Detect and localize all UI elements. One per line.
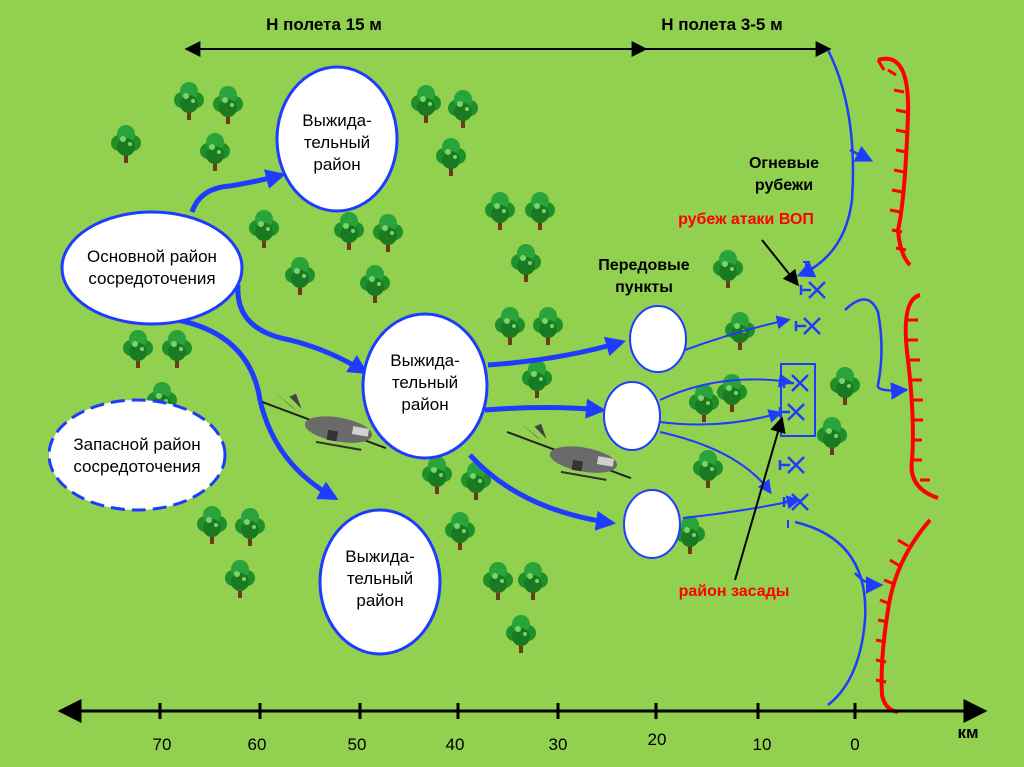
wait-top-label-2: тельный: [304, 133, 370, 152]
waiting-area-top: [275, 65, 399, 213]
enemy-lines: [875, 56, 939, 714]
text-layer: Н полета 15 м Н полета 3-5 м Основной ра…: [73, 15, 819, 610]
tick-10: 10: [753, 735, 772, 754]
reserve-area-label-2: сосредоточения: [73, 457, 200, 476]
fire-label-2: рубежи: [755, 177, 813, 194]
wait-mid-label-1: Выжида-: [390, 351, 459, 370]
forward-post-3: [623, 489, 681, 559]
wait-mid-label-3: район: [401, 395, 448, 414]
waiting-area-bottom: [318, 508, 442, 656]
ambush-area: [778, 261, 827, 528]
reserve-area: [47, 398, 227, 512]
main-area-label-1: Основной район: [87, 247, 217, 266]
tick-60: 60: [248, 735, 267, 754]
tick-40: 40: [446, 735, 465, 754]
forward-post-2: [603, 381, 661, 451]
wait-bottom-label-2: тельный: [347, 569, 413, 588]
wait-bottom-label-1: Выжида-: [345, 547, 414, 566]
movement-arrows: [177, 169, 626, 531]
reserve-area-label-1: Запасной район: [73, 435, 200, 454]
main-area: [60, 210, 244, 326]
wait-bottom-label-3: район: [356, 591, 403, 610]
axis-unit: км: [957, 723, 978, 742]
tick-20: 20: [648, 730, 667, 749]
tick-30: 30: [549, 735, 568, 754]
forward-post-1: [629, 305, 687, 373]
areas: [47, 65, 687, 656]
header-height-15: Н полета 15 м: [266, 15, 382, 34]
tick-70: 70: [153, 735, 172, 754]
wait-top-label-1: Выжида-: [302, 111, 371, 130]
pointer-arrows: [734, 239, 799, 581]
header-height-3-5: Н полета 3-5 м: [661, 15, 782, 34]
wait-top-label-3: район: [313, 155, 360, 174]
forward-label-1: Передовые: [598, 257, 690, 274]
waiting-area-mid: [361, 312, 489, 460]
attack-line-label: рубеж атаки ВОП: [678, 211, 814, 228]
fire-label-1: Огневые: [749, 155, 819, 172]
forward-label-2: пункты: [615, 279, 673, 296]
ambush-label: район засады: [679, 583, 790, 600]
distance-axis: 70 60 50 40 30 20 10 0 км: [57, 699, 988, 754]
tick-0: 0: [850, 735, 859, 754]
wait-mid-label-2: тельный: [392, 373, 458, 392]
tick-50: 50: [348, 735, 367, 754]
flank-arrows: [794, 49, 909, 706]
main-area-label-2: сосредоточения: [88, 269, 215, 288]
